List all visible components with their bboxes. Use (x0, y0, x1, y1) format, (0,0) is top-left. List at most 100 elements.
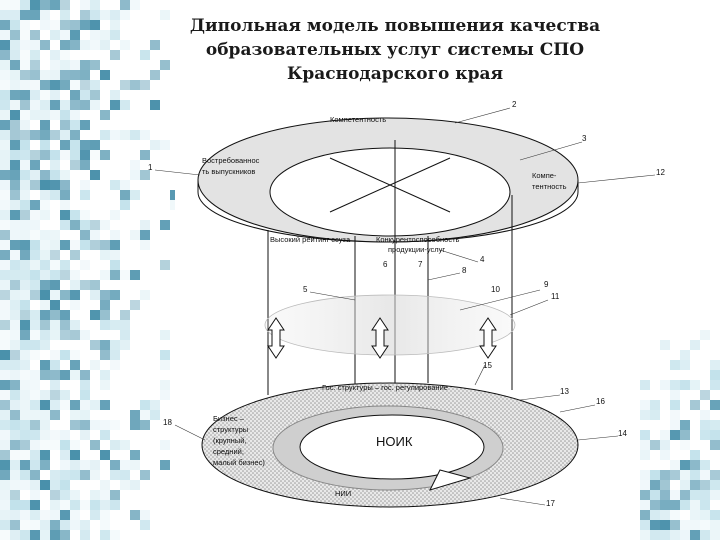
mosaic-tile (80, 10, 90, 20)
mosaic-tile (10, 390, 20, 400)
mosaic-tile (40, 440, 50, 450)
mosaic-tile (30, 460, 40, 470)
mosaic-tile (80, 400, 90, 410)
mosaic-tile (30, 330, 40, 340)
mosaic-tile (150, 40, 160, 50)
mosaic-tile (70, 90, 80, 100)
mosaic-tile (0, 520, 10, 530)
mosaic-tile (120, 470, 130, 480)
mosaic-tile (100, 380, 110, 390)
mosaic-tile (40, 270, 50, 280)
mosaic-tile (160, 60, 170, 70)
mosaic-tile (10, 520, 20, 530)
mosaic-tile (640, 500, 650, 510)
mosaic-tile (80, 470, 90, 480)
mosaic-tile (690, 530, 700, 540)
mosaic-tile (140, 230, 150, 240)
mosaic-tile (60, 10, 70, 20)
mosaic-tile (20, 460, 30, 470)
mosaic-tile (20, 480, 30, 490)
mosaic-tile (90, 400, 100, 410)
mosaic-tile (80, 210, 90, 220)
mosaic-tile (0, 450, 10, 460)
mosaic-tile (110, 320, 120, 330)
mosaic-tile (160, 350, 170, 360)
mosaic-tile (660, 440, 670, 450)
mosaic-tile (710, 360, 720, 370)
mosaic-tile (20, 240, 30, 250)
mosaic-tile (100, 250, 110, 260)
mosaic-tile (0, 500, 10, 510)
mosaic-tile (10, 190, 20, 200)
mosaic-tile (30, 500, 40, 510)
mosaic-tile (700, 510, 710, 520)
mosaic-tile (70, 330, 80, 340)
mosaic-tile (20, 340, 30, 350)
mosaic-tile (100, 510, 110, 520)
number-5: 5 (303, 285, 308, 294)
title-line-3: Краснодарского края (286, 64, 504, 84)
mosaic-tile (160, 440, 170, 450)
mosaic-tile (20, 80, 30, 90)
mosaic-tile (70, 70, 80, 80)
mosaic-tile (40, 300, 50, 310)
mosaic-tile (640, 450, 650, 460)
mosaic-tile (10, 90, 20, 100)
mosaic-tile (30, 30, 40, 40)
mosaic-tile (20, 10, 30, 20)
mosaic-tile (680, 500, 690, 510)
mosaic-tile (640, 470, 650, 480)
mosaic-tile (650, 410, 660, 420)
mosaic-tile (120, 80, 130, 90)
mosaic-tile (0, 240, 10, 250)
label-vostreb-1: Востребованнос (202, 156, 260, 165)
mosaic-tile (130, 420, 140, 430)
mosaic-tile (70, 300, 80, 310)
mosaic-tile (0, 250, 10, 260)
mosaic-tile (10, 280, 20, 290)
mosaic-tile (100, 270, 110, 280)
mosaic-tile (60, 400, 70, 410)
mosaic-tile (30, 250, 40, 260)
mosaic-tile (660, 340, 670, 350)
mosaic-tile (90, 150, 100, 160)
mosaic-tile (20, 330, 30, 340)
mosaic-tile (70, 500, 80, 510)
mosaic-tile (70, 370, 80, 380)
mosaic-tile (40, 70, 50, 80)
mosaic-tile (50, 270, 60, 280)
mosaic-tile (20, 440, 30, 450)
mosaic-tile (0, 380, 10, 390)
label-reyting: Высокий рейтинг ссуза (270, 235, 351, 244)
mosaic-tile (680, 380, 690, 390)
mosaic-tile (100, 70, 110, 80)
top-cylinder (197, 117, 579, 243)
label-kompe-1: Компе- (532, 171, 557, 180)
mosaic-tile (0, 530, 10, 540)
mosaic-tile (20, 290, 30, 300)
mosaic-tile (20, 510, 30, 520)
number-16: 16 (596, 397, 605, 406)
mosaic-tile (20, 310, 30, 320)
mosaic-tile (50, 20, 60, 30)
mosaic-tile (50, 240, 60, 250)
mosaic-tile (130, 460, 140, 470)
mosaic-tile (650, 440, 660, 450)
mosaic-tile (30, 410, 40, 420)
number-2: 2 (512, 100, 517, 109)
mosaic-tile (70, 80, 80, 90)
mosaic-tile (10, 410, 20, 420)
mosaic-tile (80, 240, 90, 250)
mosaic-tile (110, 180, 120, 190)
mosaic-tile (50, 350, 60, 360)
mosaic-tile (80, 390, 90, 400)
mosaic-tile (40, 230, 50, 240)
mosaic-tile (680, 420, 690, 430)
mosaic-tile (30, 270, 40, 280)
mosaic-tile (660, 470, 670, 480)
mosaic-tile (70, 140, 80, 150)
mosaic-tile (50, 500, 60, 510)
mosaic-tile (700, 420, 710, 430)
mosaic-tile (90, 240, 100, 250)
mosaic-tile (150, 400, 160, 410)
